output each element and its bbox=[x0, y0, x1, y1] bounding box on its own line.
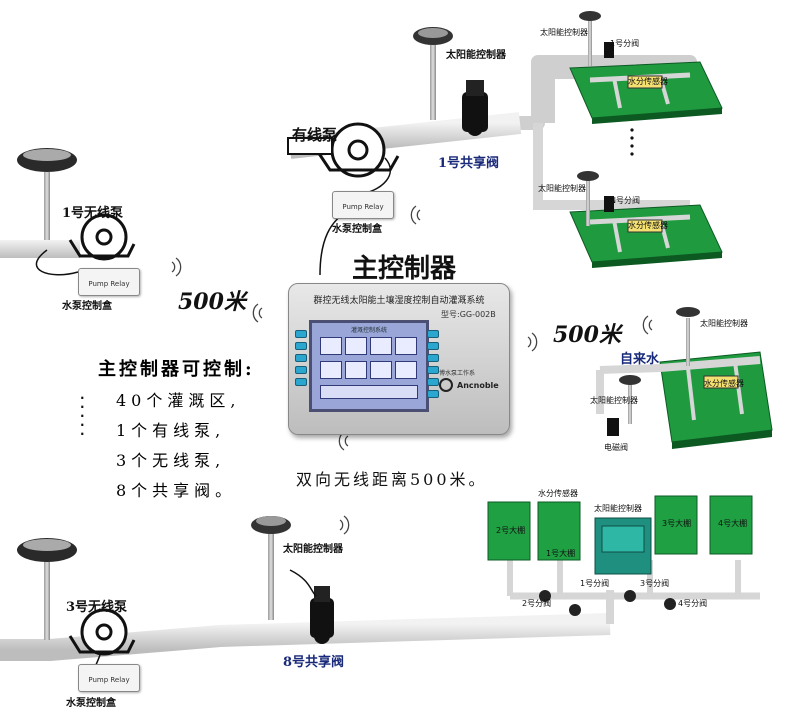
controller-button-r2[interactable] bbox=[427, 342, 439, 350]
screen-icon-5 bbox=[320, 361, 342, 379]
capability-item-1: 40个灌溉区, bbox=[116, 391, 241, 410]
dots-vertical-top bbox=[630, 128, 634, 156]
valve-1-label: 1号分阀 bbox=[580, 579, 610, 588]
controller-button-l1[interactable] bbox=[295, 330, 307, 338]
wireless-range-text: 双向无线距离500米。 bbox=[296, 470, 488, 489]
screen-icon-4 bbox=[395, 337, 417, 355]
shed-1-label: 1号大棚 bbox=[546, 549, 576, 558]
valve-3-label: 3号分阀 bbox=[640, 579, 670, 588]
valve-4-label: 4号分阀 bbox=[678, 599, 708, 608]
wireless-wave-icons bbox=[171, 205, 653, 535]
tap-water-field bbox=[596, 307, 773, 449]
solar-controller-top-icon bbox=[413, 27, 453, 120]
solar-controller-bottom-icon bbox=[251, 516, 291, 620]
controller-button-l4[interactable] bbox=[295, 366, 307, 374]
field-top-1 bbox=[569, 11, 723, 124]
controller-button-r5[interactable] bbox=[427, 378, 439, 386]
range-left: 500米 bbox=[178, 289, 246, 315]
solar-controller-bottom-label: 太阳能控制器 bbox=[283, 544, 343, 555]
main-controller-title: 主控制器 bbox=[352, 254, 457, 284]
controller-button-l5[interactable] bbox=[295, 378, 307, 386]
tap-solar-label-2: 太阳能控制器 bbox=[590, 396, 638, 405]
controller-button-l3[interactable] bbox=[295, 354, 307, 362]
capability-heading: 主控制器可控制: bbox=[98, 359, 255, 380]
capability-item-4: 8个共享阀。 bbox=[116, 481, 237, 500]
pump-relay-left-caption: 水泵控制盒 bbox=[62, 301, 112, 312]
field-top-2 bbox=[569, 171, 723, 268]
screen-icon-1 bbox=[320, 337, 342, 355]
shared-valve-1-label: 1号共享阀 bbox=[438, 156, 500, 171]
controller-button-r4[interactable] bbox=[427, 366, 439, 374]
field1-solar-label: 太阳能控制器 bbox=[540, 28, 588, 37]
capability-dots: · · · · · bbox=[80, 391, 85, 441]
greenhouse-sensor-label: 水分传感器 bbox=[538, 489, 578, 498]
field1-valve-label: 1号分阀 bbox=[610, 39, 640, 48]
shed-3-label: 3号大棚 bbox=[662, 519, 692, 528]
pump-relay-left: Pump Relay bbox=[78, 268, 140, 296]
shared-valve-8-label: 8号共享阀 bbox=[283, 655, 345, 670]
controller-button-r1[interactable] bbox=[427, 330, 439, 338]
screen-icon-6 bbox=[345, 361, 367, 379]
field1-sensor-label: 水分传感器 bbox=[628, 77, 668, 86]
controller-brand-sub: 博水泵工作系 bbox=[439, 370, 476, 377]
greenhouse-controller-label: 太阳能控制器 bbox=[594, 504, 642, 513]
shed-2-label: 2号大棚 bbox=[496, 526, 526, 535]
greenhouse-group bbox=[487, 495, 753, 616]
field2-solar-label: 太阳能控制器 bbox=[538, 184, 586, 193]
valve-2-label: 2号分阀 bbox=[522, 599, 552, 608]
tap-solar-label-1: 太阳能控制器 bbox=[700, 319, 748, 328]
range-right: 500米 bbox=[553, 322, 621, 348]
wireless-pump-3 bbox=[17, 538, 136, 677]
pump-relay-top-caption: 水泵控制盒 bbox=[332, 224, 382, 235]
tap-sensor-label: 水分传感器 bbox=[704, 379, 744, 388]
pump-relay-bottom: Pump Relay bbox=[78, 664, 140, 692]
controller-button-r3[interactable] bbox=[427, 354, 439, 362]
shed-4-label: 4号大棚 bbox=[718, 519, 748, 528]
pump-relay-top: Pump Relay bbox=[332, 191, 394, 219]
controller-brand: Ancnoble bbox=[457, 381, 499, 390]
pump-relay-bottom-caption: 水泵控制盒 bbox=[66, 698, 116, 709]
capability-list: 主控制器可控制: 40个灌溉区, 1个有线泵, 3个无线泵, 8个共享阀。 bbox=[98, 355, 255, 501]
screen-header: 灌溉控制系统 bbox=[350, 327, 387, 334]
controller-button-r6[interactable] bbox=[427, 390, 439, 398]
main-controller-device: 群控无线太阳能土壤湿度控制自动灌溉系统 型号:GG-002B 灌溉控制系统 博水… bbox=[288, 283, 510, 435]
field2-sensor-label: 水分传感器 bbox=[628, 221, 668, 230]
screen-icon-7 bbox=[370, 361, 392, 379]
shared-valve-1-icon bbox=[462, 80, 488, 136]
tap-valve-label: 电磁阀 bbox=[604, 443, 628, 452]
wireless-pump-1-label: 1号无线泵 bbox=[62, 206, 124, 221]
wireless-pump-1 bbox=[0, 148, 136, 276]
controller-model: 型号:GG-002B bbox=[441, 310, 496, 319]
tap-water-label: 自来水 bbox=[620, 352, 660, 367]
field2-valve-label: N号分阀 bbox=[610, 196, 640, 205]
wired-pump bbox=[287, 122, 400, 178]
controller-button-l2[interactable] bbox=[295, 342, 307, 350]
controller-device-title: 群控无线太阳能土壤湿度控制自动灌溉系统 bbox=[313, 296, 485, 306]
screen-icon-8 bbox=[395, 361, 417, 379]
capability-item-2: 1个有线泵, bbox=[116, 421, 226, 440]
solar-controller-top-label: 太阳能控制器 bbox=[446, 50, 506, 61]
screen-status-bar bbox=[320, 385, 418, 399]
brand-logo-icon bbox=[439, 378, 453, 392]
screen-icon-3 bbox=[370, 337, 392, 355]
controller-screen: 灌溉控制系统 bbox=[309, 320, 429, 412]
capability-item-3: 3个无线泵, bbox=[116, 451, 226, 470]
screen-icon-2 bbox=[345, 337, 367, 355]
wired-pump-label: 有线泵 bbox=[292, 126, 338, 144]
shared-valve-8-icon bbox=[289, 569, 334, 644]
wireless-pump-3-label: 3号无线泵 bbox=[66, 600, 128, 615]
